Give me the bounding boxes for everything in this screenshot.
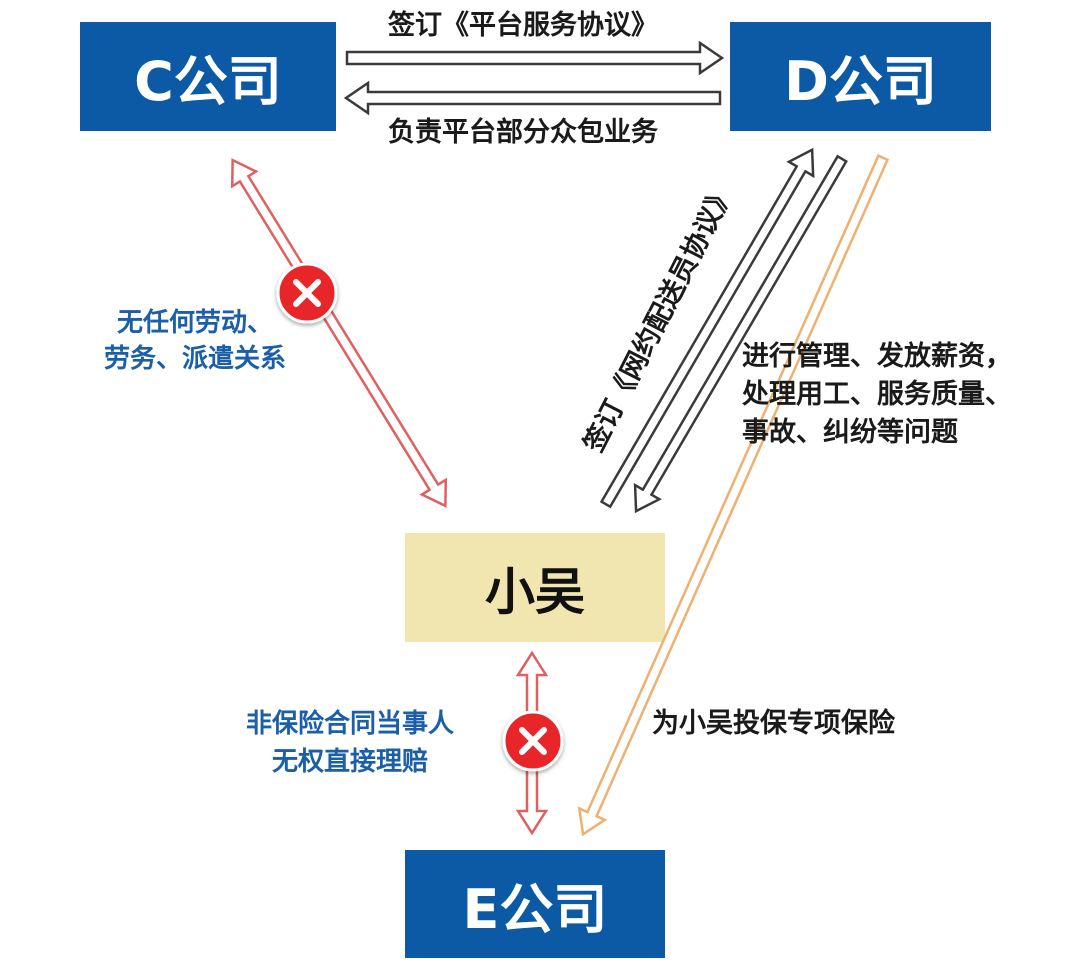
arrow-c-to-d <box>345 40 725 76</box>
label-line: 非保险合同当事人 <box>246 709 455 739</box>
x-circle-icon <box>502 710 564 772</box>
x-circle-icon <box>276 262 338 324</box>
arrow-c-xiaowu <box>230 158 448 508</box>
arrow-xiaowu-to-d <box>599 147 815 509</box>
label-line: 事故、纠纷等问题 <box>742 417 958 448</box>
arrow-d-to-c <box>343 80 722 116</box>
label-d-manage: 进行管理、发放薪资， 处理用工、服务质量、 事故、纠纷等问题 <box>742 338 1012 452</box>
arrow-d-to-e <box>577 154 890 837</box>
label-line: 进行管理、发放薪资， <box>742 341 1012 372</box>
label-line: 处理用工、服务质量、 <box>742 379 1012 410</box>
e-company-box: E公司 <box>405 850 665 958</box>
arrow-d-to-xiaowu <box>633 154 848 514</box>
label-d-to-c: 负责平台部分众包业务 <box>388 117 658 148</box>
label-xiaowu-e: 非保险合同当事人 无权直接理赔 <box>246 705 454 781</box>
label-line: 无权直接理赔 <box>272 747 429 777</box>
label-line: 劳务、派遣关系 <box>104 344 287 374</box>
label-d-to-e: 为小吴投保专项保险 <box>652 708 895 739</box>
label-line: 无任何劳动、 <box>117 308 274 338</box>
c-company-box: C公司 <box>80 22 336 131</box>
label-c-to-d: 签订《平台服务协议》 <box>388 10 658 41</box>
d-company-box: D公司 <box>730 22 991 131</box>
xiaowu-box: 小吴 <box>405 533 665 642</box>
label-c-xiaowu: 无任何劳动、 劳务、派遣关系 <box>104 305 286 377</box>
